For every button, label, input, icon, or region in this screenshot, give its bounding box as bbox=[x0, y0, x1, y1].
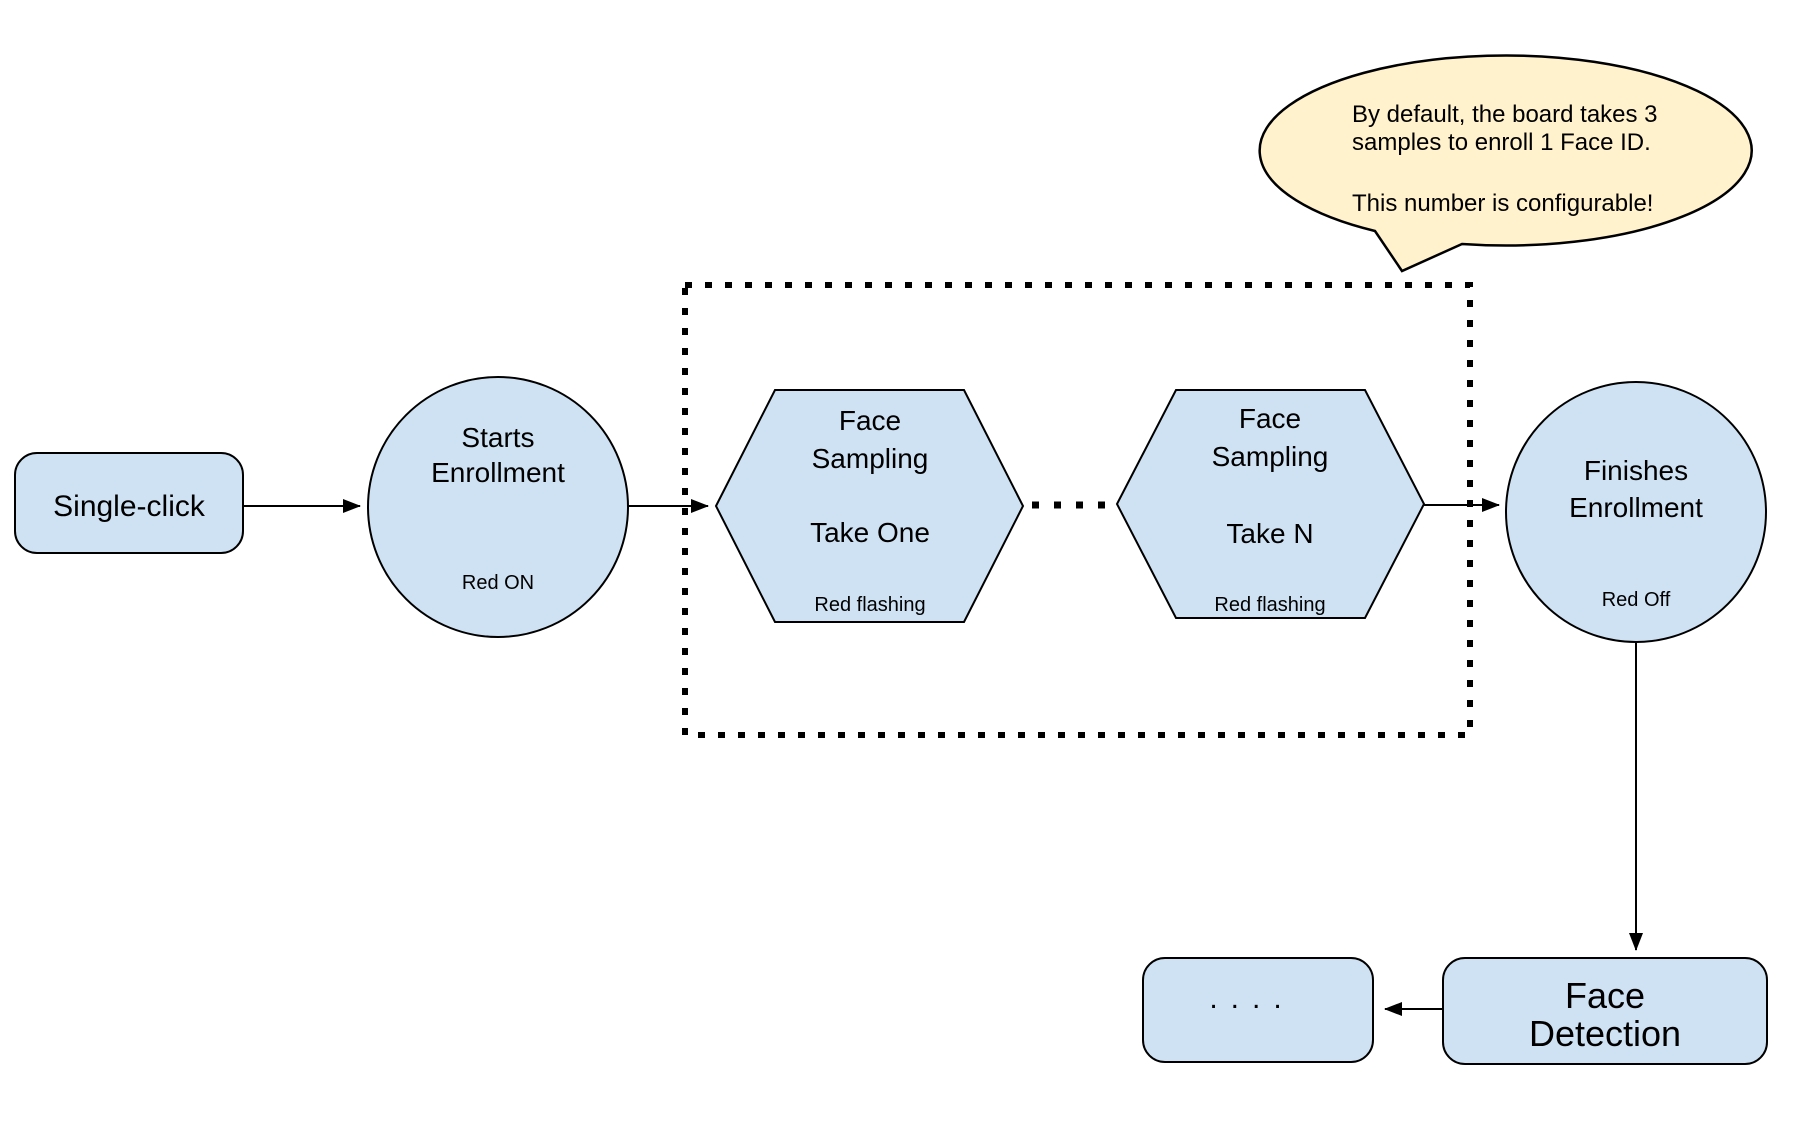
face-sampling-one-label-line2: Sampling bbox=[812, 443, 929, 474]
starts-enrollment-node bbox=[367, 376, 629, 638]
face-sampling-n-take-label: Take N bbox=[1226, 518, 1313, 549]
face-sampling-take-one-node bbox=[714, 389, 1025, 623]
finishes-enrollment-status: Red Off bbox=[1602, 589, 1671, 611]
face-sampling-one-label-line1: Face bbox=[839, 405, 901, 436]
face-detection-label-line1: Face bbox=[1565, 975, 1645, 1016]
callout-bubble bbox=[1258, 54, 1753, 273]
single-click-node bbox=[14, 452, 244, 554]
continuation-label: .... bbox=[1209, 982, 1294, 1015]
face-sampling-n-label-line2: Sampling bbox=[1212, 441, 1329, 472]
callout-text-line3: This number is configurable! bbox=[1352, 190, 1653, 217]
face-sampling-n-status: Red flashing bbox=[1214, 594, 1325, 616]
face-sampling-n-label-line1: Face bbox=[1239, 403, 1301, 434]
continuation-node bbox=[1142, 957, 1374, 1063]
starts-enrollment-label-line1: Starts bbox=[461, 422, 534, 453]
face-detection-label-line2: Detection bbox=[1529, 1013, 1681, 1054]
starts-enrollment-label-line2: Enrollment bbox=[431, 457, 565, 488]
face-sampling-one-take-label: Take One bbox=[810, 517, 930, 548]
callout-text-line1: By default, the board takes 3 bbox=[1352, 101, 1658, 128]
single-click-label: Single-click bbox=[53, 490, 206, 523]
face-sampling-one-status: Red flashing bbox=[814, 594, 925, 616]
sampling-group-dotted-border bbox=[682, 282, 1473, 738]
starts-enrollment-status: Red ON bbox=[462, 572, 534, 594]
callout-text-line2: samples to enroll 1 Face ID. bbox=[1352, 129, 1651, 156]
finishes-enrollment-label-line2: Enrollment bbox=[1569, 492, 1703, 523]
finishes-enrollment-label-line1: Finishes bbox=[1584, 455, 1688, 486]
face-detection-node bbox=[1442, 957, 1768, 1065]
finishes-enrollment-node bbox=[1505, 381, 1767, 643]
